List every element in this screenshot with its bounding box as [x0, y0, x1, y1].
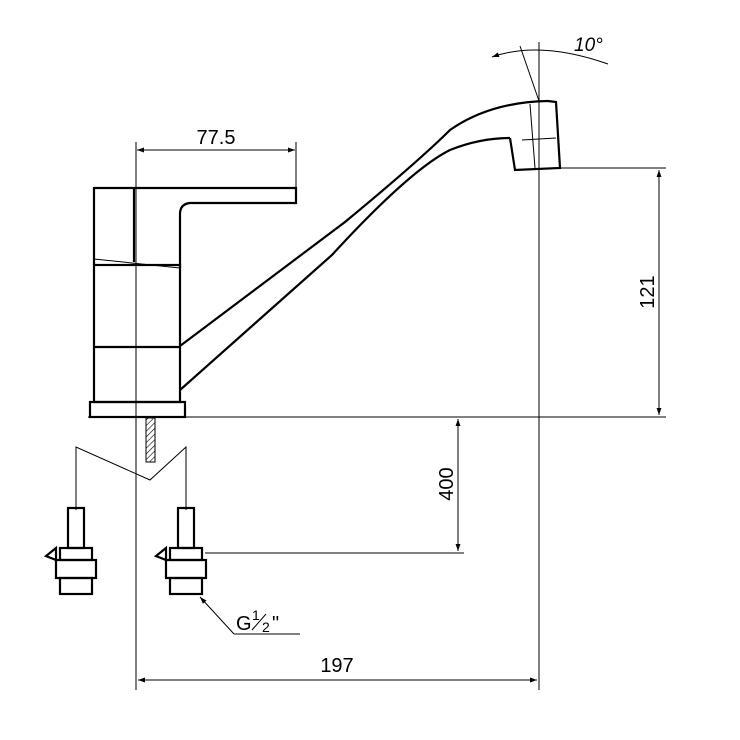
dimension-spout-height: 121 — [548, 167, 666, 415]
dimension-lever-length: 77.5 — [137, 127, 297, 188]
left-connector — [43, 506, 98, 596]
thread-fraction-numerator: 1 — [252, 607, 260, 623]
thread-fraction-denominator: 2 — [262, 619, 270, 635]
spout-height-label: 121 — [637, 275, 659, 308]
flexible-hose — [145, 417, 156, 463]
dimension-spout-reach: 197 — [138, 655, 537, 683]
thread-label-main: G — [236, 613, 252, 635]
spout-reach-label: 197 — [320, 655, 353, 677]
lever-length-label: 77.5 — [197, 127, 236, 149]
tap-body — [88, 186, 298, 419]
spout — [179, 99, 562, 391]
swivel-angle-label: 10° — [574, 35, 603, 56]
hose-length-label: 400 — [436, 467, 458, 500]
right-connector — [153, 506, 208, 596]
dimension-hose-length: 400 — [205, 419, 464, 554]
dimension-swivel-angle: 10° — [491, 35, 609, 102]
thread-callout: G 1 2 " — [199, 596, 300, 635]
thread-suffix: " — [272, 613, 279, 635]
break-line — [75, 445, 187, 510]
